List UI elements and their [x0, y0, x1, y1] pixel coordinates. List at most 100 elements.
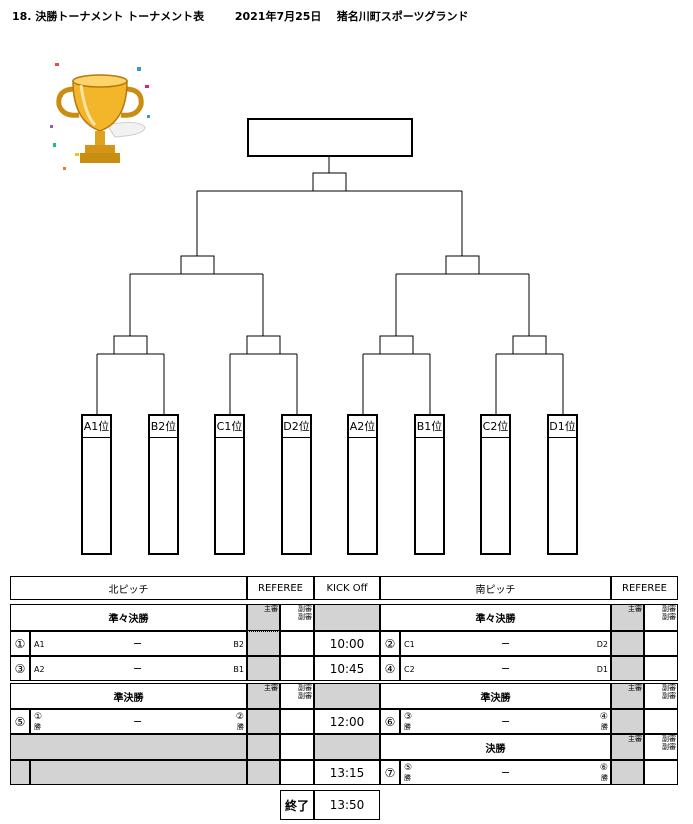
referee-slot	[247, 656, 280, 681]
match-row: A1 − B2	[30, 631, 247, 656]
schedule-table: 北ピッチ REFEREE KICK Off 南ピッチ REFEREE 準々決勝 …	[10, 576, 678, 822]
team-home: A2	[34, 665, 45, 674]
referee-label: REFEREE	[258, 582, 303, 594]
kickoff-time-text: 12:00	[329, 714, 365, 729]
seed-box-b2: B2位	[148, 414, 179, 555]
winner-label: 勝	[404, 774, 411, 782]
referee-slot	[644, 760, 678, 785]
north-blank	[30, 760, 247, 785]
bracket-score-box-qf1	[113, 335, 148, 355]
referee-slot: 主審	[611, 734, 644, 760]
team-away: ⑥	[599, 763, 608, 773]
referee-slot	[280, 631, 314, 656]
champion-box	[247, 118, 413, 157]
referee-slot	[247, 709, 280, 734]
referee-slot	[611, 631, 644, 656]
match-number-text: ②	[384, 636, 396, 651]
kickoff-blank	[314, 683, 380, 709]
end-label: 終了	[284, 798, 309, 813]
referee-sub-label: 副審	[298, 684, 312, 692]
sf-title-north: 準決勝	[10, 683, 247, 709]
team-away: B1	[233, 665, 244, 674]
match-number: ①	[10, 631, 30, 656]
kickoff-time-text: 13:15	[329, 765, 365, 780]
referee-slot	[644, 709, 678, 734]
referee-slot	[247, 760, 280, 785]
kickoff-label: KICK Off	[326, 582, 368, 594]
kickoff-header: KICK Off	[314, 576, 380, 600]
end-time: 13:50	[329, 798, 365, 812]
referee-main-label: 主審	[628, 735, 642, 743]
bracket-score-box-qf4	[512, 335, 547, 355]
south-pitch-label: 南ピッチ	[475, 584, 516, 596]
referee-sub-label: 副審	[662, 735, 676, 743]
referee-sub-label: 副審	[662, 684, 676, 692]
kickoff-time: 12:00	[314, 709, 380, 734]
seed-label: D1位	[549, 416, 576, 438]
bracket-score-box-final	[312, 172, 347, 192]
sf-title-south: 準決勝	[380, 683, 611, 709]
referee-slot	[611, 656, 644, 681]
referee-slot: 副審副審	[644, 683, 678, 709]
referee-slot	[280, 709, 314, 734]
referee-slot	[280, 734, 314, 760]
dash: −	[501, 766, 511, 779]
dash: −	[501, 715, 511, 728]
match-row: ⑤ 勝 − ⑥ 勝	[400, 760, 611, 785]
seed-label: B1位	[416, 416, 443, 438]
referee-sub-label: 副審	[662, 613, 676, 621]
referee-main-label: 主審	[264, 605, 278, 613]
referee-slot: 主審	[611, 683, 644, 709]
referee-sub-label: 副審	[662, 692, 676, 700]
referee-slot	[280, 656, 314, 681]
match-number: ②	[380, 631, 400, 656]
kickoff-blank	[314, 604, 380, 631]
match-row: ① 勝 − ② 勝	[30, 709, 247, 734]
match-number: ⑥	[380, 709, 400, 734]
seed-box-c2: C2位	[480, 414, 511, 555]
referee-header-south: REFEREE	[611, 576, 678, 600]
final-label: 決勝	[485, 743, 506, 755]
north-pitch-header: 北ピッチ	[10, 576, 247, 600]
referee-slot: 副審副審	[280, 604, 314, 631]
winner-label: 勝	[404, 723, 411, 731]
referee-slot: 主審	[247, 604, 280, 631]
bracket-score-box-qf3	[379, 335, 414, 355]
team-home: ③	[404, 712, 413, 722]
north-pitch-label: 北ピッチ	[108, 584, 149, 596]
match-number: ⑦	[380, 760, 400, 785]
kickoff-time-text: 10:00	[329, 636, 365, 651]
team-home: C1	[404, 640, 415, 649]
seed-box-a2: A2位	[347, 414, 378, 555]
kickoff-time: 10:45	[314, 656, 380, 681]
winner-label: 勝	[34, 723, 41, 731]
page-header: 18. 決勝トーナメント トーナメント表 2021年7月25日 猪名川町スポーツ…	[12, 8, 469, 24]
qf-title-north: 準々決勝	[10, 604, 247, 631]
end-time-cell: 13:50	[314, 790, 380, 820]
header-venue: 猪名川町スポーツグランド	[336, 10, 469, 23]
referee-slot	[644, 656, 678, 681]
referee-slot	[280, 760, 314, 785]
dash: −	[133, 715, 143, 728]
dash: −	[133, 637, 143, 650]
winner-label: 勝	[601, 774, 608, 782]
kickoff-time: 13:15	[314, 760, 380, 785]
header-number: 18.	[12, 10, 32, 23]
team-home: C2	[404, 665, 415, 674]
team-away: D1	[596, 665, 608, 674]
team-away: B2	[233, 640, 244, 649]
bracket-score-box-semi-left	[180, 255, 215, 275]
seed-label: D2位	[283, 416, 310, 438]
kickoff-time-text: 10:45	[329, 661, 365, 676]
qf-title-south: 準々決勝	[380, 604, 611, 631]
match-number-text: ⑦	[384, 765, 396, 780]
team-away: D2	[596, 640, 608, 649]
referee-main-label: 主審	[628, 605, 642, 613]
referee-sub-label: 副審	[298, 613, 312, 621]
match-number-text: ①	[14, 636, 26, 651]
match-row: A2 − B1	[30, 656, 247, 681]
quarterfinal-label: 準々決勝	[475, 614, 516, 625]
referee-slot: 主審	[247, 683, 280, 709]
south-pitch-header: 南ピッチ	[380, 576, 611, 600]
semifinal-label: 準決勝	[480, 692, 511, 704]
